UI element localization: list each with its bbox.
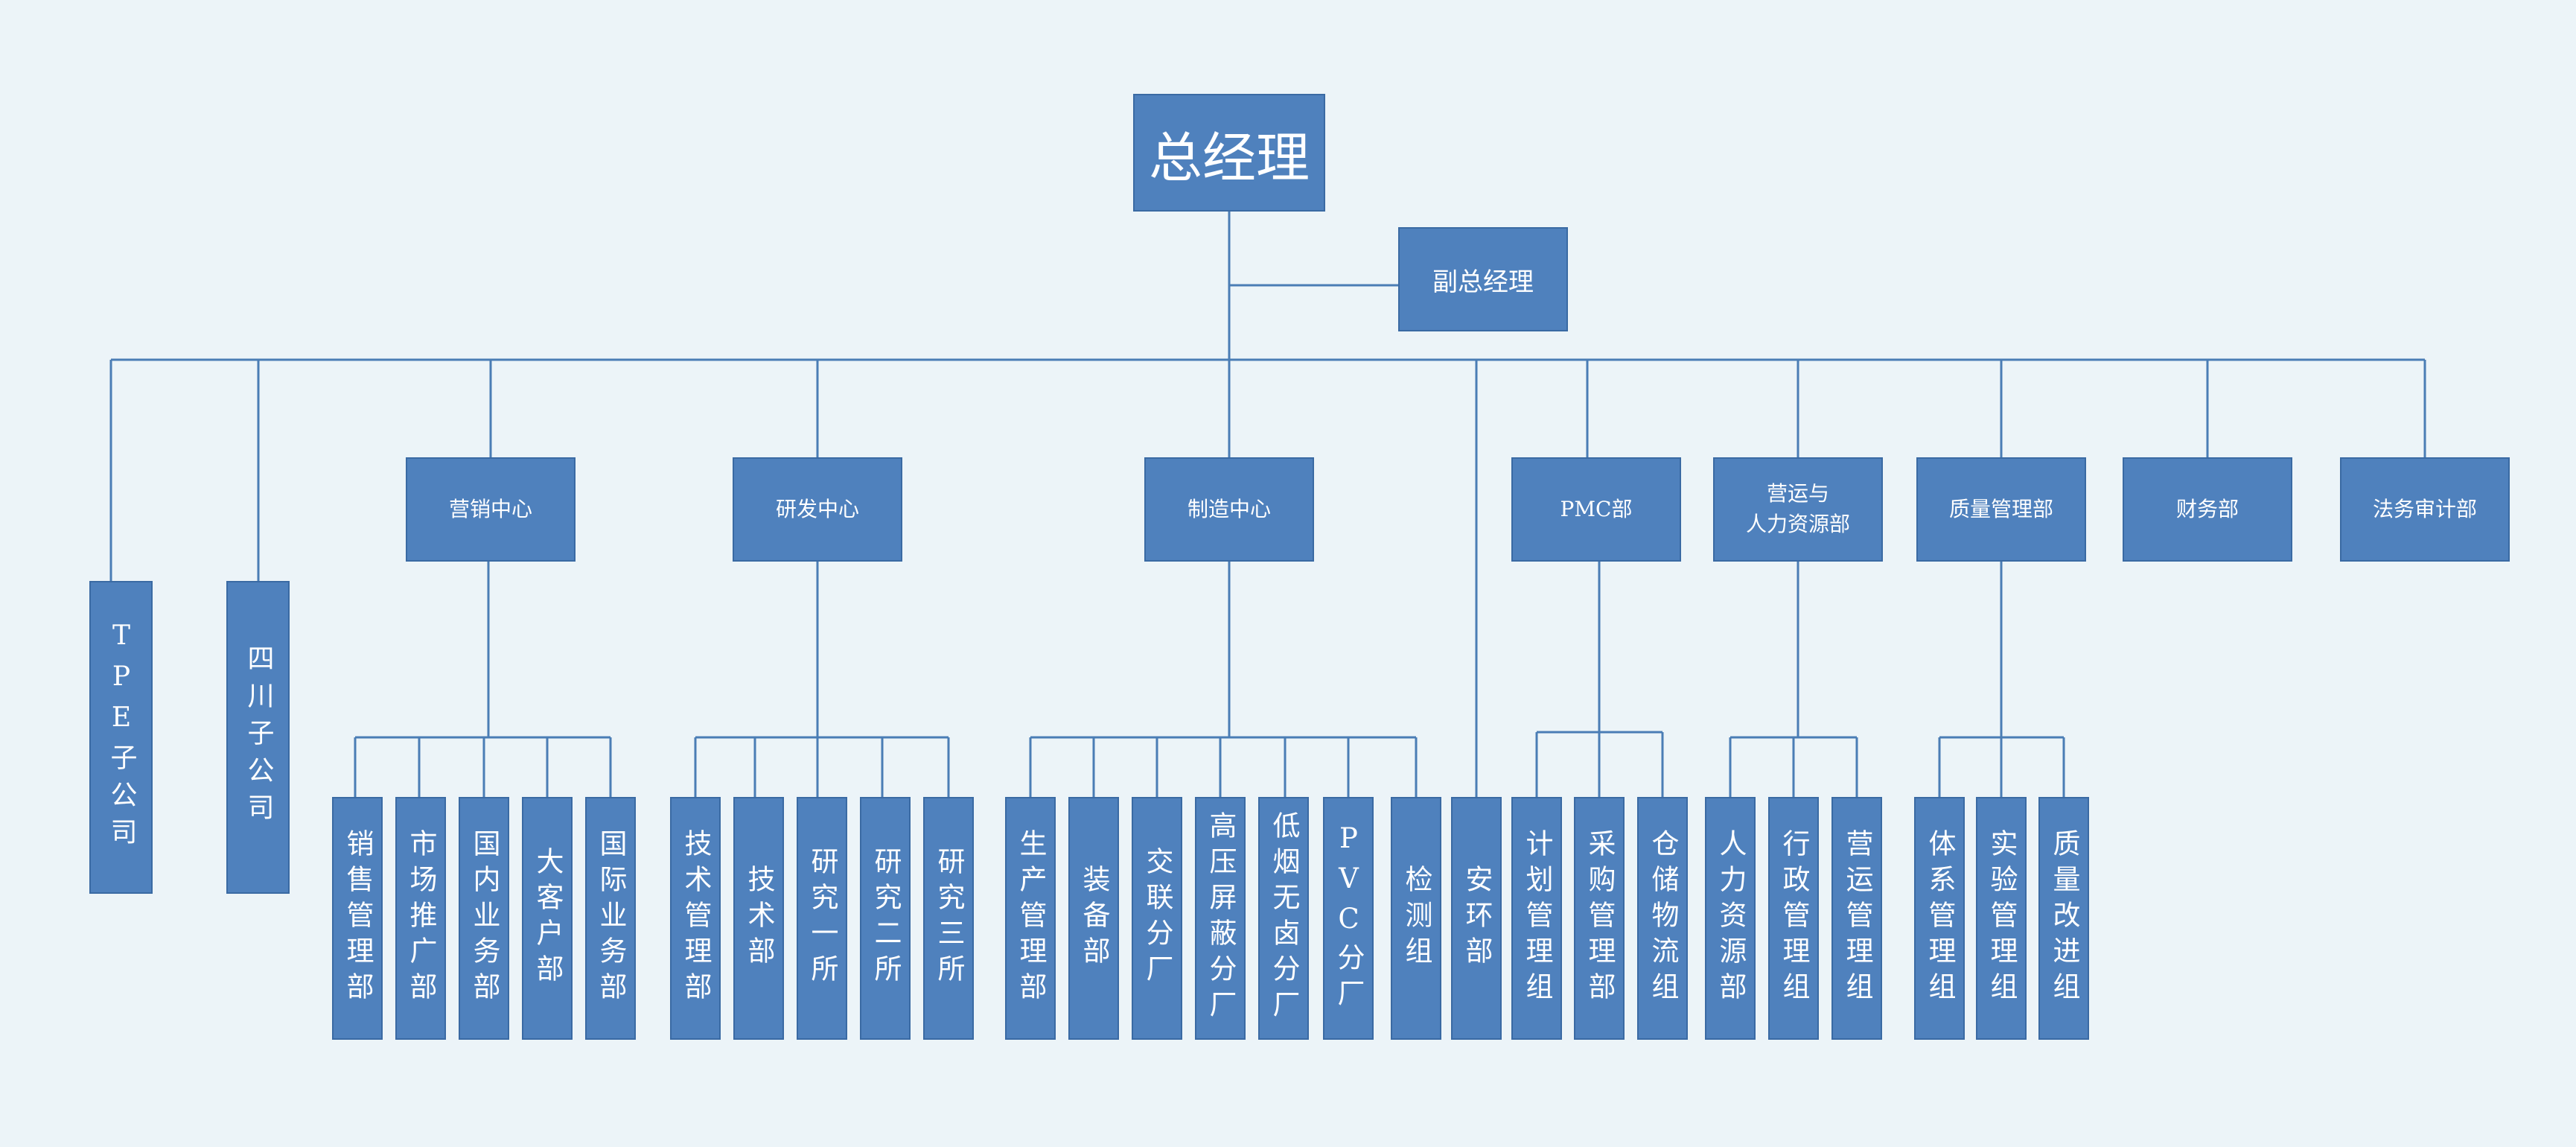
unit-label: 高压屏蔽分厂	[1205, 811, 1237, 1026]
unit-box: 营运管理组	[1831, 797, 1882, 1040]
vp-label: 副总经理	[1432, 267, 1534, 297]
subsidiary-sichuan: 四川子公司	[226, 581, 290, 894]
unit-label: 研究三所	[933, 847, 965, 990]
subsidiary-label: 四川子公司	[243, 644, 274, 830]
dept-legal-audit: 法务审计部	[2340, 457, 2510, 562]
unit-box: 质量改进组	[2038, 797, 2089, 1040]
unit-box: 技术管理部	[670, 797, 721, 1040]
unit-label: 技术管理部	[680, 829, 712, 1008]
unit-box: 检测组	[1391, 797, 1441, 1040]
unit-label: 检测组	[1400, 865, 1432, 972]
unit-box: 行政管理组	[1768, 797, 1819, 1040]
unit-label: 计划管理组	[1521, 829, 1553, 1008]
unit-box: 国内业务部	[459, 797, 509, 1040]
unit-label: 安环部	[1461, 865, 1493, 972]
dept-pmc: PMC部	[1511, 457, 1681, 562]
unit-label: 交联分厂	[1141, 847, 1173, 990]
unit-box: 大客户部	[522, 797, 573, 1040]
unit-box: 体系管理组	[1914, 797, 1965, 1040]
center-label: 研发中心	[775, 496, 859, 521]
unit-box: 低烟无卤分厂	[1258, 797, 1309, 1040]
dept-operations-hr: 营运与 人力资源部	[1713, 457, 1883, 562]
unit-label: 研究一所	[806, 847, 838, 990]
dept-finance: 财务部	[2123, 457, 2292, 562]
center-marketing: 营销中心	[406, 457, 576, 562]
center-label: 财务部	[2175, 496, 2239, 521]
unit-label: 营运管理组	[1841, 829, 1873, 1008]
vp-box: 副总经理	[1398, 227, 1568, 331]
unit-box: 研究二所	[860, 797, 911, 1040]
ceo-box: 总经理	[1133, 94, 1325, 212]
unit-box: 安环部	[1451, 797, 1502, 1040]
center-label: 质量管理部	[1948, 496, 2053, 521]
unit-label: 国内业务部	[468, 829, 500, 1008]
center-label: PMC部	[1560, 496, 1633, 521]
unit-box: 研究三所	[923, 797, 974, 1040]
center-label: 营销中心	[448, 496, 532, 521]
unit-label: 仓储物流组	[1647, 829, 1679, 1008]
unit-box: 人力资源部	[1705, 797, 1756, 1040]
unit-label: 装备部	[1078, 865, 1110, 972]
unit-label: 低烟无卤分厂	[1268, 811, 1300, 1026]
center-label: 法务审计部	[2372, 496, 2477, 521]
unit-label: 市场推广部	[405, 829, 437, 1008]
dept-quality: 质量管理部	[1916, 457, 2086, 562]
unit-label: 行政管理组	[1778, 829, 1810, 1008]
center-manufacturing: 制造中心	[1144, 457, 1314, 562]
unit-box: PVC分厂	[1323, 797, 1374, 1040]
unit-box: 国际业务部	[585, 797, 636, 1040]
unit-label: 研究二所	[870, 847, 902, 990]
unit-label: 销售管理部	[342, 829, 374, 1008]
ceo-label: 总经理	[1148, 126, 1310, 189]
unit-label: PVC分厂	[1333, 822, 1365, 1014]
center-label: 制造中心	[1187, 496, 1271, 521]
center-label: 营运与 人力资源部	[1745, 481, 1850, 536]
unit-label: 实验管理组	[1986, 829, 2018, 1008]
unit-label: 大客户部	[532, 847, 564, 990]
unit-box: 市场推广部	[395, 797, 446, 1040]
unit-box: 销售管理部	[332, 797, 383, 1040]
unit-box: 仓储物流组	[1637, 797, 1688, 1040]
unit-box: 采购管理部	[1574, 797, 1625, 1040]
unit-label: 国际业务部	[595, 829, 627, 1008]
unit-box: 实验管理组	[1976, 797, 2027, 1040]
unit-label: 体系管理组	[1924, 829, 1956, 1008]
unit-box: 技术部	[733, 797, 784, 1040]
unit-label: 质量改进组	[2048, 829, 2080, 1008]
unit-box: 研究一所	[797, 797, 847, 1040]
unit-box: 装备部	[1068, 797, 1119, 1040]
subsidiary-label: TPE子公司	[106, 620, 137, 855]
subsidiary-tpe: TPE子公司	[89, 581, 153, 894]
center-rnd: 研发中心	[733, 457, 902, 562]
unit-label: 采购管理部	[1584, 829, 1616, 1008]
unit-box: 交联分厂	[1132, 797, 1182, 1040]
unit-box: 高压屏蔽分厂	[1195, 797, 1246, 1040]
unit-label: 人力资源部	[1715, 829, 1747, 1008]
unit-box: 生产管理部	[1005, 797, 1056, 1040]
unit-label: 生产管理部	[1015, 829, 1047, 1008]
unit-label: 技术部	[743, 865, 775, 972]
unit-box: 计划管理组	[1511, 797, 1562, 1040]
